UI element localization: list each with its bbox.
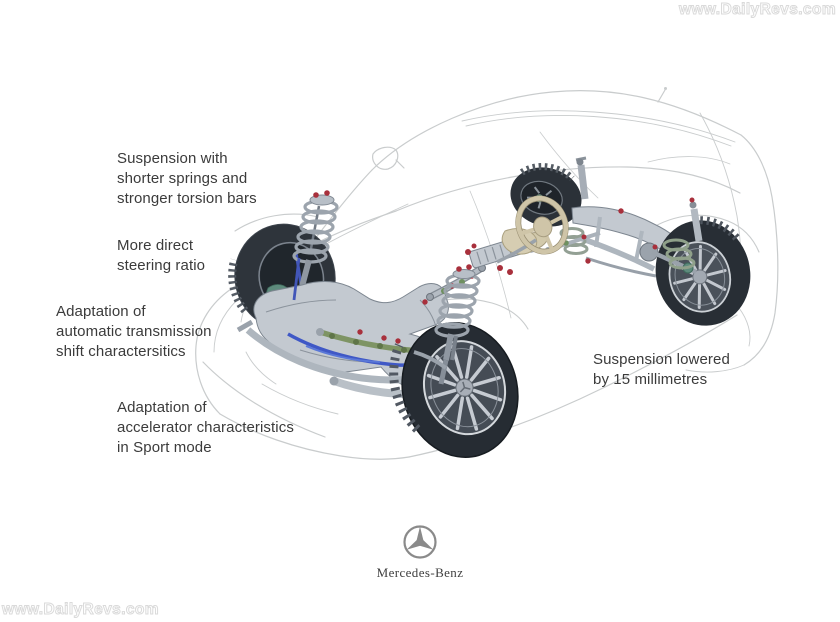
drivetrain-center — [422, 195, 569, 305]
rear-right-suspension — [545, 197, 703, 275]
rear-right-coil-spring — [662, 238, 696, 270]
brand-block: Mercedes-Benz — [0, 524, 840, 581]
brand-wordmark: Mercedes-Benz — [376, 565, 464, 580]
hub-star-icon — [459, 381, 471, 393]
annotation-accelerator-sport: Adaptation of accelerator characteristic… — [117, 399, 294, 456]
front-right-wheel — [389, 264, 519, 458]
roof-antenna — [657, 87, 667, 103]
rear-right-wheel — [655, 216, 751, 326]
front-right-strut — [413, 264, 513, 385]
mercedes-star-icon — [403, 525, 437, 559]
side-mirror-outline — [372, 146, 405, 170]
steering-column — [496, 238, 537, 264]
annotation-transmission-shift: Adaptation of automatic transmission shi… — [56, 303, 212, 360]
annotation-suspension-lowered: Suspension lowered by 15 millimetres — [593, 351, 730, 388]
front-right-rim-spokes — [426, 344, 503, 431]
tie-rod — [413, 350, 448, 370]
rear-left-damper — [575, 156, 589, 200]
watermark-top-right: www.DailyRevs.com — [679, 1, 837, 19]
annotation-suspension-springs: Suspension with shorter springs and stro… — [117, 150, 257, 207]
annotation-steering-ratio: More direct steering ratio — [117, 237, 206, 274]
steering-wheel — [515, 195, 569, 255]
rear-right-damper — [690, 208, 703, 242]
watermark-bottom-left: www.DailyRevs.com — [2, 601, 160, 619]
